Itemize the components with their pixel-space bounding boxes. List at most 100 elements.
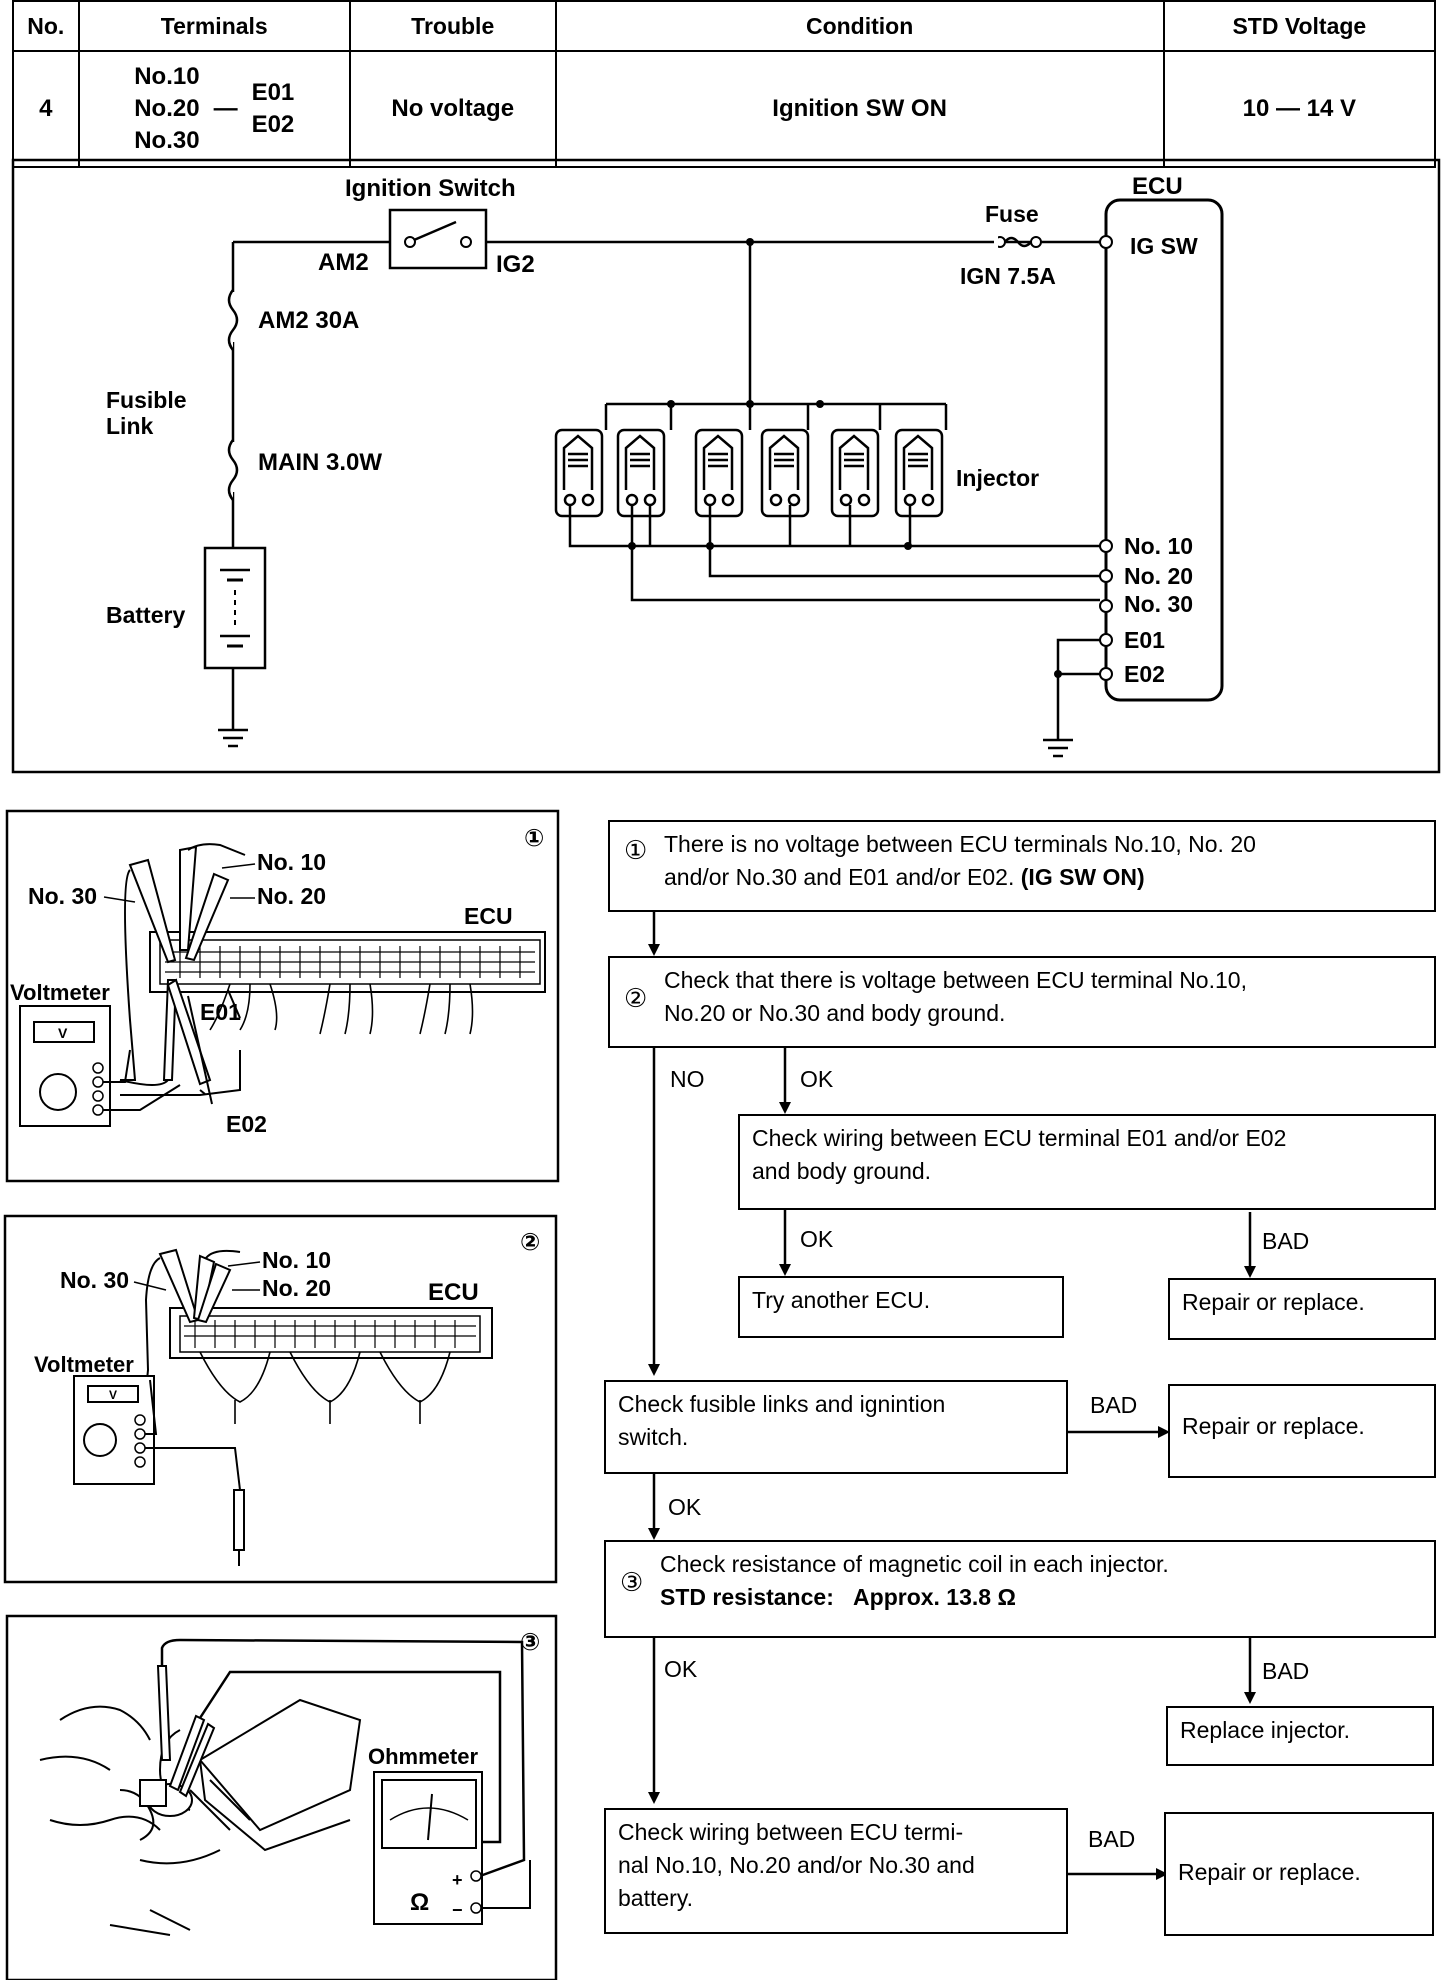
figure-1-label-no20: No. 20 (257, 883, 326, 909)
header-terminals: Terminals (77, 0, 351, 52)
flow-label-no: NO (670, 1066, 705, 1092)
ecu-terminal-e01: E01 (1124, 627, 1165, 653)
cell-condition: Ignition SW ON (554, 50, 1165, 168)
figure-2-label-no20: No. 20 (262, 1275, 331, 1301)
flow-step-2: ② Check that there is voltage between EC… (608, 956, 1436, 1048)
flow-check-fusible-line2: switch. (618, 1424, 689, 1450)
spec-table: No. Terminals Trouble Condition STD Volt… (12, 0, 1437, 168)
flow-check-ground-wiring: Check wiring between ECU terminal E01 an… (738, 1114, 1436, 1210)
flow-arrowheads (648, 944, 1256, 1880)
table-header-row: No. Terminals Trouble Condition STD Volt… (12, 0, 1437, 52)
ecu-terminal-e02: E02 (1124, 661, 1165, 687)
flow-label-ok-2: OK (800, 1226, 834, 1252)
flow-step-2-line2: No.20 or No.30 and body ground. (664, 1000, 1006, 1026)
flow-label-ok-4: OK (664, 1656, 698, 1682)
flow-try-another-ecu-text: Try another ECU. (752, 1287, 931, 1313)
flow-label-bad-3: BAD (1262, 1658, 1310, 1684)
figure-2-number: ② (520, 1229, 540, 1256)
flow-check-battery-line2: nal No.10, No.20 and/or No.30 and (618, 1852, 975, 1878)
flow-check-fusible-line1: Check fusible links and ignintion (618, 1391, 946, 1417)
flow-replace-injector: Replace injector. (1166, 1706, 1434, 1766)
terminal-e02: E02 (251, 111, 295, 138)
header-std-voltage: STD Voltage (1162, 0, 1437, 52)
label-injector: Injector (956, 465, 1039, 491)
figure-2-label-voltmeter: Voltmeter (34, 1352, 134, 1377)
label-link: Link (106, 413, 153, 439)
injector-symbols (554, 428, 944, 518)
label-main-fuse: MAIN 3.0W (258, 449, 382, 476)
terminal-dash: — (213, 95, 238, 122)
flow-repair-3: Repair or replace. (1164, 1812, 1434, 1936)
figure-3-label-ohmmeter: Ohmmeter (368, 1744, 478, 1769)
ground-symbol-left (218, 728, 248, 748)
flow-step-1-line1: There is no voltage between ECU terminal… (664, 831, 1256, 857)
figure-2-label-no30: No. 30 (60, 1267, 129, 1293)
label-ig-sw: IG SW (1130, 233, 1198, 259)
flow-step-3: ③ Check resistance of magnetic coil in e… (604, 1540, 1436, 1638)
header-no: No. (12, 0, 80, 52)
flow-check-battery-wiring: Check wiring between ECU termi- nal No.1… (604, 1808, 1068, 1934)
ecu-terminal-no30: No. 30 (1124, 591, 1193, 617)
terminal-no20: No.20 (134, 95, 200, 122)
ecu-terminal-no10: No. 10 (1124, 533, 1193, 559)
flow-repair-1-text: Repair or replace. (1182, 1289, 1365, 1315)
figure-1-label-e02: E02 (226, 1111, 267, 1137)
figure-1-voltmeter-v: V (58, 1025, 68, 1041)
ground-symbol-right (1043, 738, 1073, 758)
flow-repair-2-text: Repair or replace. (1182, 1413, 1365, 1439)
flow-label-ok-3: OK (668, 1494, 702, 1520)
flow-step-3-std-label: STD resistance: (660, 1584, 834, 1610)
ign-fuse-symbol (994, 236, 1042, 248)
figure-3-plus: + (452, 1870, 463, 1890)
flow-step-2-mark: ② (624, 983, 648, 1013)
label-fusible: Fusible (106, 387, 187, 413)
cell-no: 4 (12, 50, 80, 168)
label-ig2: IG2 (496, 251, 535, 278)
flow-repair-3-text: Repair or replace. (1178, 1859, 1361, 1885)
flow-label-bad-4: BAD (1088, 1826, 1136, 1852)
flow-repair-1: Repair or replace. (1168, 1278, 1436, 1340)
cell-trouble: No voltage (348, 50, 557, 168)
figure-3-number: ③ (520, 1629, 540, 1656)
figure-1-voltmeter-ecu: ① (5, 809, 560, 1183)
flow-step-2-line1: Check that there is voltage between ECU … (664, 967, 1247, 993)
terminal-no30: No.30 (134, 127, 200, 154)
ecu-terminal-no20: No. 20 (1124, 563, 1193, 589)
label-am2-fuse: AM2 30A (258, 307, 359, 334)
flow-step-3-std-value: Approx. 13.8 Ω (853, 1584, 1016, 1610)
figure-2-voltmeter-ground: ② V No. 10 No. 20 (3, 1214, 558, 1584)
flow-check-ground-line2: and body ground. (752, 1158, 932, 1184)
flow-step-3-mark: ③ (620, 1567, 644, 1597)
label-am2: AM2 (318, 249, 369, 276)
label-ecu: ECU (1132, 173, 1183, 200)
figure-3-minus: − (452, 1900, 463, 1920)
figure-2-label-ecu: ECU (428, 1279, 479, 1306)
flow-step-1: ① There is no voltage between ECU termin… (608, 820, 1436, 912)
figure-1-label-ecu: ECU (464, 903, 513, 929)
label-ignition-switch: Ignition Switch (345, 175, 516, 202)
header-condition: Condition (554, 0, 1165, 52)
ignition-switch-symbol (388, 208, 488, 270)
figure-1-label-no30: No. 30 (28, 883, 97, 909)
figure-3-omega: Ω (410, 1889, 429, 1916)
flow-step-1-mark: ① (624, 835, 648, 865)
flow-check-fusible: Check fusible links and ignintion switch… (604, 1380, 1068, 1474)
terminal-e01: E01 (251, 79, 295, 106)
label-battery: Battery (106, 602, 185, 628)
terminal-no10: No.10 (134, 63, 200, 90)
flow-step-3-line1: Check resistance of magnetic coil in eac… (660, 1551, 1169, 1577)
figure-1-label-e01: E01 (200, 999, 241, 1025)
battery-symbol (203, 546, 267, 670)
flow-step-1-ig-sw: (IG SW ON) (1020, 864, 1145, 890)
flow-replace-injector-text: Replace injector. (1180, 1717, 1351, 1743)
label-ign-fuse: IGN 7.5A (960, 263, 1056, 289)
flow-label-ok-1: OK (800, 1066, 834, 1092)
flow-check-battery-line3: battery. (618, 1885, 693, 1911)
header-trouble: Trouble (348, 0, 557, 52)
figure-1-number: ① (524, 825, 544, 852)
ecu-box (1104, 198, 1224, 702)
figure-1-label-no10: No. 10 (257, 849, 326, 875)
figure-3-ohmmeter-injector: ③ Ω + − (5, 1614, 558, 1980)
table-row: 4 No.10 No.20 No.30 — E01 E02 No voltage… (12, 50, 1437, 168)
